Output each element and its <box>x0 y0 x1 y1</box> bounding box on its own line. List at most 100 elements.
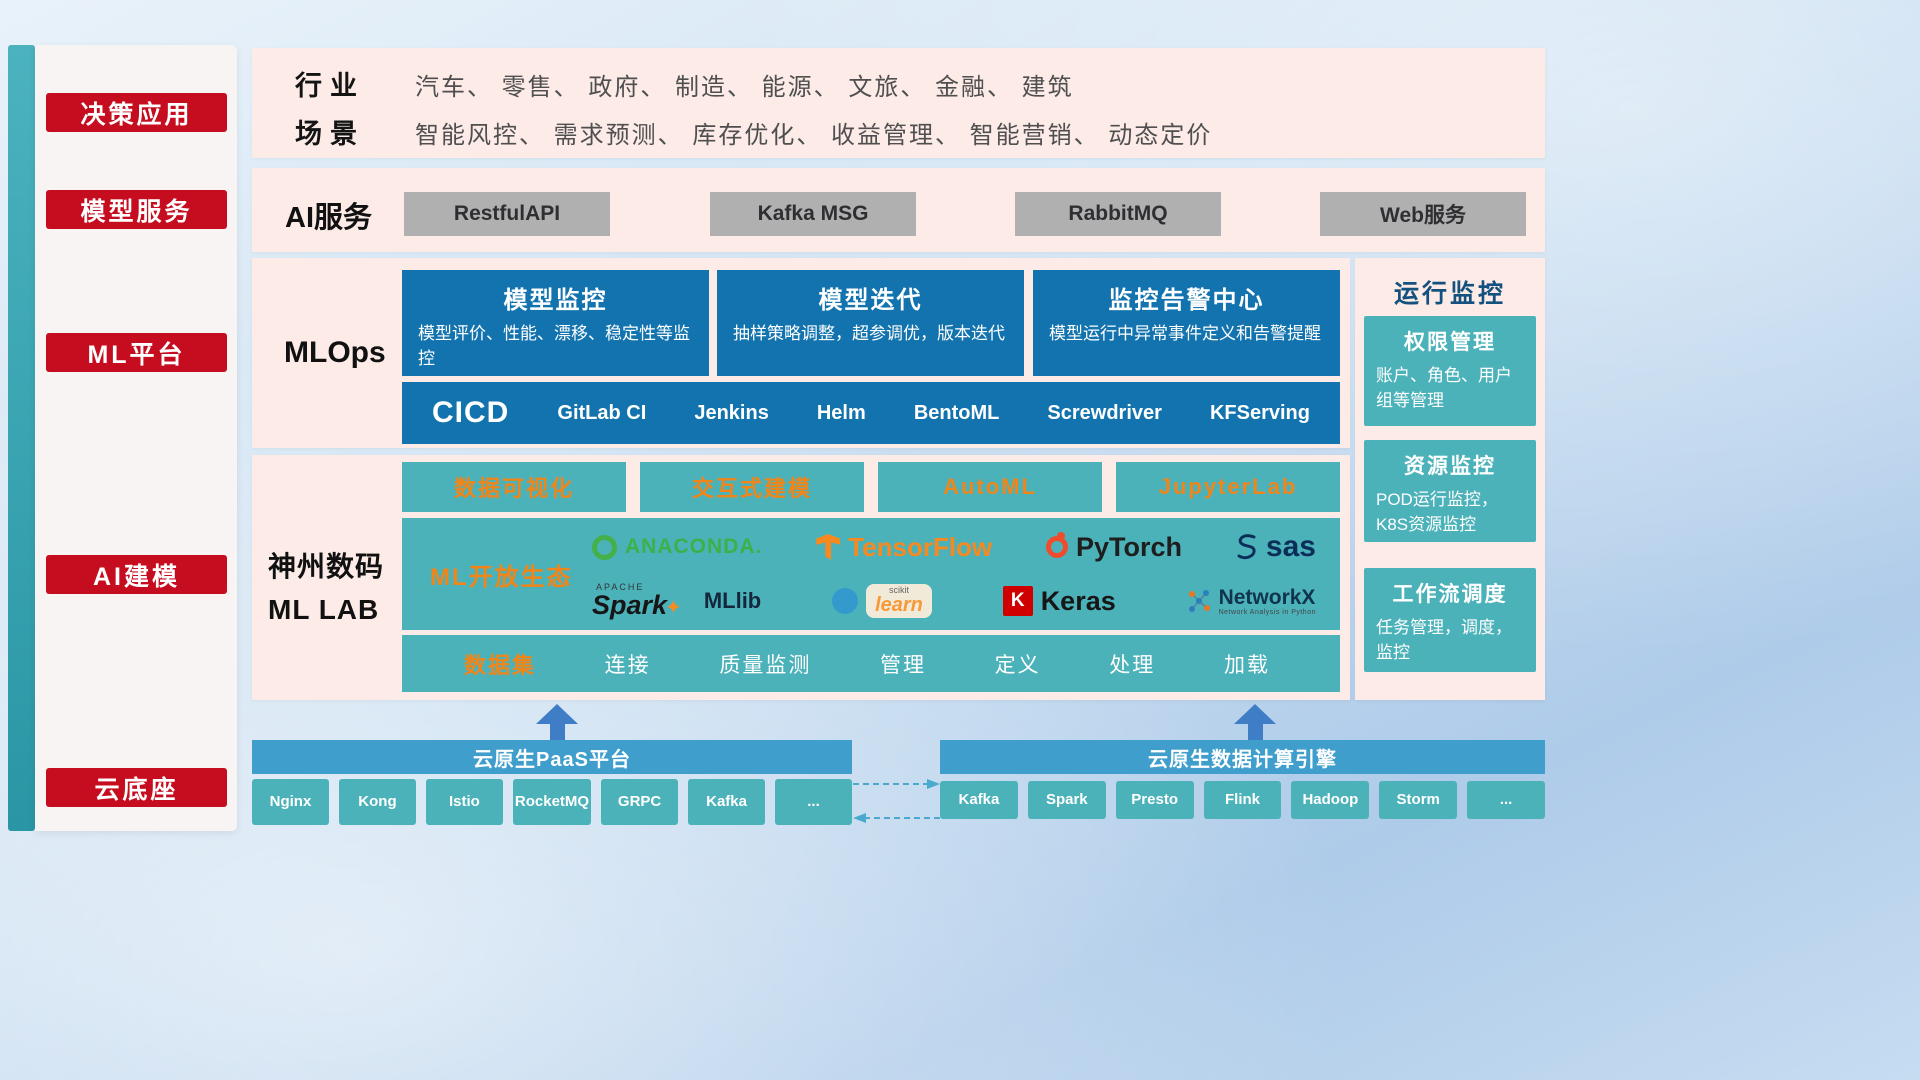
ml-lab-panel: 神州数码 ML LAB 数据可视化 交互式建模 AutoML JupyterLa… <box>252 455 1350 700</box>
scikit-learn-logo: scikit learn <box>832 583 932 619</box>
paas-istio: Istio <box>425 779 503 825</box>
card-title: 工作流调度 <box>1392 583 1508 606</box>
dataset-quality: 质量监测 <box>719 653 812 677</box>
scene-label: 场景 <box>295 119 365 149</box>
dataset-process: 处理 <box>1109 653 1156 677</box>
scikit-learn-icon <box>832 588 859 614</box>
feature-automl: AutoML <box>878 462 1102 512</box>
paas-grpc: GRPC <box>601 779 679 825</box>
mllib-text: MLlib <box>703 588 762 613</box>
card-resource-monitoring: 资源监控 POD运行监控，K8S资源监控 <box>1364 440 1536 542</box>
service-rabbitmq: RabbitMQ <box>1015 192 1221 236</box>
scikit-learn-badge: scikit learn <box>866 583 932 619</box>
layer-model-service: 模型服务 <box>46 190 227 229</box>
layer-sidebar: 决策应用 模型服务 ML平台 AI建模 云底座 <box>35 45 237 831</box>
anaconda-text: ANACONDA. <box>625 535 763 558</box>
industry-scene-panel: 行业 汽车、 零售、 政府、 制造、 能源、 文旅、 金融、 建筑 场景 智能风… <box>252 48 1545 158</box>
sas-logo: sas <box>1236 530 1316 564</box>
card-desc: 任务管理，调度，监控 <box>1376 618 1512 662</box>
ml-lab-label-line2: ML LAB <box>268 594 380 626</box>
spark-star-icon: ✦ <box>665 597 682 619</box>
tool-bentoml: BentoML <box>913 401 1000 424</box>
card-permission-mgmt: 权限管理 账户、角色、用户组等管理 <box>1364 316 1536 426</box>
dataset-load: 加载 <box>1223 653 1270 677</box>
pytorch-text: PyTorch <box>1076 531 1183 562</box>
ml-lab-label: 神州数码 ML LAB <box>268 545 400 632</box>
layer-decision-apps: 决策应用 <box>46 93 227 132</box>
card-title: 模型迭代 <box>818 287 923 314</box>
scene-list: 智能风控、 需求预测、 库存优化、 收益管理、 智能营销、 动态定价 <box>415 122 1213 149</box>
keras-icon: K <box>1002 586 1033 616</box>
paas-rocketmq: RocketMQ <box>512 779 592 825</box>
data-engine-header: 云原生数据计算引擎 <box>940 740 1545 774</box>
networkx-text: NetworkX <box>1218 585 1316 609</box>
ml-lab-feature-row: 数据可视化 交互式建模 AutoML JupyterLab <box>402 462 1340 512</box>
ml-open-ecosystem-box: ML开放生态 ANACONDA. TensorFlow PyTorch <box>402 518 1340 630</box>
layer-ml-platform: ML平台 <box>46 333 227 372</box>
data-engine-button-row: Kafka Spark Presto Flink Hadoop Storm ..… <box>940 781 1546 819</box>
engine-spark: Spark <box>1027 781 1106 819</box>
dataset-bar: 数据集 连接 质量监测 管理 定义 处理 加载 <box>402 635 1340 692</box>
tensorflow-icon <box>816 534 841 560</box>
paas-kafka: Kafka <box>688 779 766 825</box>
dataset-label: 数据集 <box>464 652 537 678</box>
networkx-icon <box>1188 590 1210 612</box>
paas-kong: Kong <box>338 779 416 825</box>
card-title: 权限管理 <box>1404 331 1496 354</box>
mlops-label: MLOps <box>284 336 386 369</box>
paas-more: ... <box>775 779 852 825</box>
engine-storm: Storm <box>1379 781 1458 819</box>
anaconda-logo: ANACONDA. <box>592 534 763 560</box>
tool-helm: Helm <box>816 401 866 424</box>
run-monitoring-panel: 运行监控 权限管理 账户、角色、用户组等管理 资源监控 POD运行监控，K8S资… <box>1355 258 1545 700</box>
paas-platform-header: 云原生PaaS平台 <box>252 740 852 774</box>
tool-kfserving: KFServing <box>1209 401 1310 424</box>
layer-cloud-base: 云底座 <box>46 768 227 807</box>
logo-row-2: APACHE Spark✦ MLlib scikit learn <box>592 574 1330 628</box>
service-web: Web服务 <box>1320 192 1526 236</box>
spark-wordmark: APACHE Spark✦ <box>592 583 682 619</box>
industry-label: 行业 <box>295 71 365 101</box>
card-alert-center: 监控告警中心 模型运行中异常事件定义和告警提醒 <box>1033 270 1340 376</box>
networkx-subtext: Network Analysis in Python <box>1218 608 1316 616</box>
ecosystem-logos: ANACONDA. TensorFlow PyTorch sas <box>592 520 1330 628</box>
logo-row-1: ANACONDA. TensorFlow PyTorch sas <box>592 520 1330 574</box>
engine-more: ... <box>1467 781 1546 819</box>
anaconda-icon <box>592 534 617 560</box>
paas-button-row: Nginx Kong Istio RocketMQ GRPC Kafka ... <box>252 779 852 825</box>
data-flow-arrows <box>853 779 940 823</box>
run-monitoring-title: 运行监控 <box>1393 280 1506 308</box>
networkx-wordmark: NetworkX Network Analysis in Python <box>1219 586 1316 617</box>
mlops-panel: MLOps 模型监控 模型评价、性能、漂移、稳定性等监控 模型迭代 抽样策略调整… <box>252 258 1350 448</box>
card-title: 资源监控 <box>1404 455 1496 478</box>
sas-icon <box>1237 534 1256 560</box>
cicd-toolbar: CICD GitLab CI Jenkins Helm BentoML Scre… <box>402 382 1340 444</box>
apache-text: APACHE <box>596 582 645 592</box>
tool-gitlab-ci: GitLab CI <box>557 401 647 424</box>
tensorflow-logo: TensorFlow <box>816 532 992 563</box>
up-arrow-icon <box>1225 704 1285 741</box>
service-restfulapi: RestfulAPI <box>404 192 610 236</box>
engine-kafka: Kafka <box>940 781 1018 819</box>
card-desc: 抽样策略调整，超参调优，版本迭代 <box>733 324 1005 343</box>
dataset-connect: 连接 <box>604 653 651 677</box>
learn-text: learn <box>875 594 923 617</box>
ai-service-panel: AI服务 RestfulAPI Kafka MSG RabbitMQ Web服务 <box>252 168 1545 252</box>
tool-jenkins: Jenkins <box>694 401 769 424</box>
tensorflow-text: TensorFlow <box>848 531 993 562</box>
service-kafka-msg: Kafka MSG <box>710 192 916 236</box>
networkx-logo: NetworkX Network Analysis in Python <box>1187 586 1316 617</box>
spark-text: Spark <box>592 590 668 620</box>
dataset-manage: 管理 <box>879 653 926 677</box>
card-desc: 模型评价、性能、漂移、稳定性等监控 <box>418 324 690 368</box>
keras-logo: K Keras <box>1002 586 1116 617</box>
cicd-label: CICD <box>432 396 510 429</box>
feature-interactive-modeling: 交互式建模 <box>640 462 864 512</box>
card-model-iteration: 模型迭代 抽样策略调整，超参调优，版本迭代 <box>717 270 1024 376</box>
card-model-monitoring: 模型监控 模型评价、性能、漂移、稳定性等监控 <box>402 270 709 376</box>
tool-screwdriver: Screwdriver <box>1047 401 1162 424</box>
ml-lab-label-line1: 神州数码 <box>268 551 385 582</box>
engine-flink: Flink <box>1203 781 1282 819</box>
pytorch-icon <box>1046 532 1069 558</box>
card-desc: 模型运行中异常事件定义和告警提醒 <box>1049 324 1321 343</box>
